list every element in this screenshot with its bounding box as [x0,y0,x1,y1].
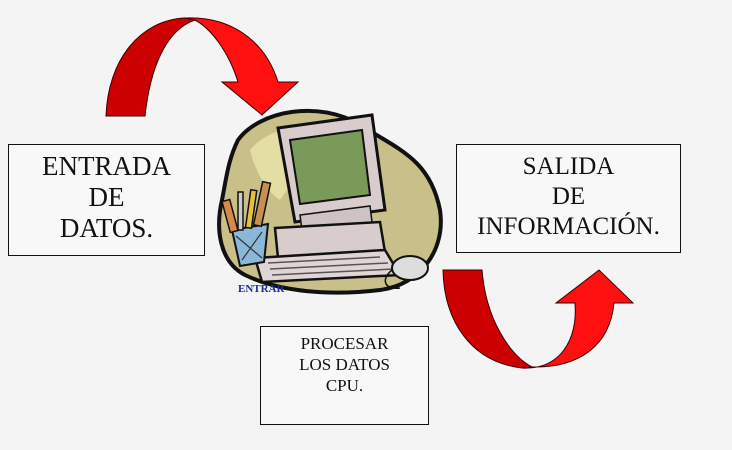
box-line: DE [88,182,125,212]
box-line: INFORMACIÓN. [477,213,660,240]
box-line: DATOS. [59,213,154,243]
box-line: CPU. [325,376,364,395]
box-line: ENTRADA [42,151,171,181]
output-information-box: SALIDA DE INFORMACIÓN. [456,144,681,253]
arrow-input-to-computer-icon [105,17,300,117]
process-data-box: PROCESAR LOS DATOS CPU. [260,326,429,425]
box-line: DE [551,183,586,210]
input-data-box: ENTRADA DE DATOS. [8,144,205,256]
computer-caption: ENTRAR [238,283,285,295]
arrow-computer-to-output-icon [442,269,635,369]
box-line: PROCESAR [300,334,389,353]
box-line: SALIDA [522,153,615,180]
computer-clipart-icon [217,108,443,295]
box-line: LOS DATOS [299,355,390,374]
